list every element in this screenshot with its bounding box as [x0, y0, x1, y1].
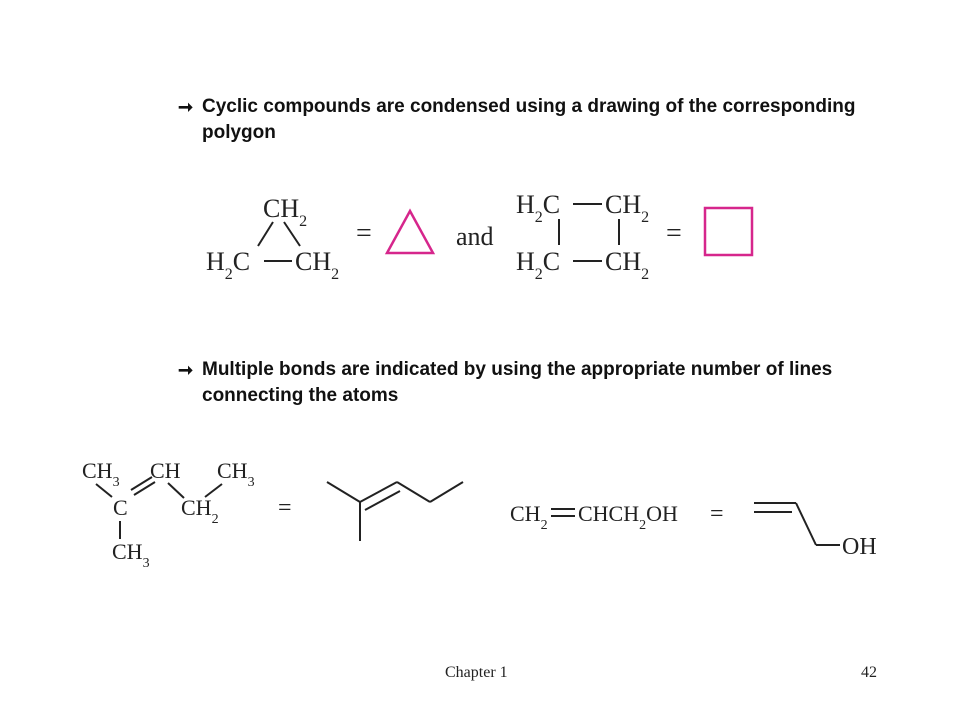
formula-text: C — [233, 247, 250, 276]
svg-text:CHCH2OH: CHCH2OH — [578, 501, 678, 533]
bond-line — [204, 483, 223, 498]
svg-text:CH2: CH2 — [510, 501, 548, 533]
formula-text: CH — [112, 539, 143, 564]
subscript: 2 — [641, 266, 649, 283]
formula-text: CH — [263, 194, 299, 223]
bond-line — [429, 481, 464, 503]
bond-line — [326, 481, 361, 503]
formula-text: H — [516, 190, 535, 219]
equals-sign: = — [278, 495, 292, 521]
bond-line — [283, 221, 301, 247]
formula-text: CH — [181, 495, 212, 520]
svg-text:CH2: CH2 — [263, 194, 307, 230]
bond-line — [167, 482, 185, 499]
subscript: 3 — [113, 475, 120, 490]
formula-text: CH — [605, 247, 641, 276]
allyl-alcohol-skeletal: OH — [754, 502, 877, 560]
subscript: 2 — [535, 266, 543, 283]
formula-text: OH — [646, 501, 678, 526]
equals-sign: = — [710, 501, 724, 527]
svg-text:H2C: H2C — [516, 247, 560, 283]
formula-text: CH — [217, 458, 248, 483]
subscript: 2 — [225, 266, 233, 283]
bond-line — [95, 483, 113, 498]
formula-text: H — [516, 247, 535, 276]
subscript: 2 — [541, 518, 548, 533]
arrow-bullet-icon: ➞ — [178, 97, 194, 117]
formula-text: C — [543, 247, 560, 276]
svg-text:CH2: CH2 — [181, 495, 219, 527]
bullet-text: Cyclic compounds are condensed using a d… — [202, 96, 856, 143]
svg-text:CH3: CH3 — [112, 539, 150, 571]
svg-text:CH3: CH3 — [217, 458, 255, 490]
svg-text:CH2: CH2 — [605, 190, 649, 226]
methylpentene-skeletal — [326, 481, 464, 541]
svg-text:CH2: CH2 — [295, 247, 339, 283]
double-bond-line — [130, 476, 153, 491]
subscript: 2 — [212, 512, 219, 527]
footer-chapter: Chapter 1 — [445, 664, 508, 681]
formula-text: CH — [605, 190, 641, 219]
cyclopropane-formula: CH2 H2C CH2 — [206, 194, 339, 283]
formula-text: CH — [295, 247, 331, 276]
formula-text: CH — [82, 458, 113, 483]
subscript: 3 — [143, 556, 150, 571]
formula-text: H — [206, 247, 225, 276]
bullet-text: Multiple bonds are indicated by using th… — [202, 359, 833, 406]
page-number: 42 — [861, 664, 877, 681]
subscript: 2 — [299, 213, 307, 230]
triangle-icon — [384, 208, 436, 255]
bond-line — [396, 481, 431, 503]
svg-text:H2C: H2C — [516, 190, 560, 226]
formula-text: C — [543, 190, 560, 219]
formula-text: CHCH — [578, 501, 639, 526]
double-bond-line — [364, 490, 401, 511]
equals-sign: = — [356, 218, 372, 249]
double-bond-line — [359, 481, 398, 503]
svg-text:H2C: H2C — [206, 247, 250, 283]
subscript: 2 — [639, 518, 646, 533]
arrow-bullet-icon: ➞ — [178, 360, 194, 380]
subscript: 3 — [248, 475, 255, 490]
formula-text: CH — [150, 458, 181, 483]
cyclobutane-formula: H2C CH2 H2C CH2 — [516, 190, 649, 283]
double-bond-line — [133, 481, 156, 496]
square-icon — [703, 206, 754, 257]
formula-text: CH — [510, 501, 541, 526]
bullet-cyclic-compounds: ➞ Cyclic compounds are condensed using a… — [178, 94, 898, 146]
subscript: 2 — [331, 266, 339, 283]
bond-line — [795, 502, 817, 546]
allyl-alcohol-formula: CH2 CHCH2OH — [510, 501, 678, 533]
methylpentene-formula: CH3 CH CH3 C CH2 CH3 — [82, 458, 255, 571]
formula-text: OH — [842, 534, 877, 560]
bullet-multiple-bonds: ➞ Multiple bonds are indicated by using … — [178, 357, 898, 409]
subscript: 2 — [641, 209, 649, 226]
subscript: 2 — [535, 209, 543, 226]
formula-text: C — [113, 495, 128, 520]
and-text: and — [456, 222, 494, 251]
svg-text:CH2: CH2 — [605, 247, 649, 283]
bond-line — [257, 221, 274, 247]
equals-sign: = — [666, 218, 682, 249]
svg-text:CH3: CH3 — [82, 458, 120, 490]
